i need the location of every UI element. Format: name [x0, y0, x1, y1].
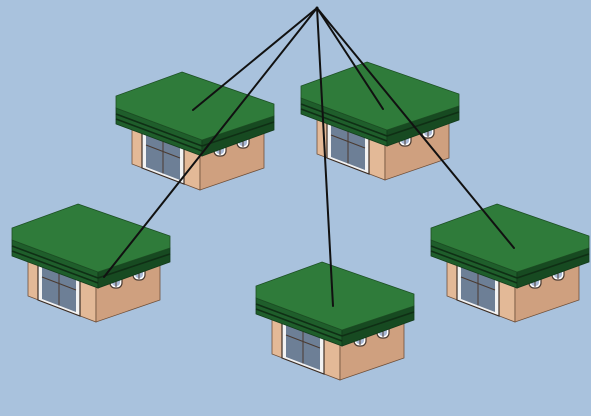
hub-point: [316, 7, 319, 10]
